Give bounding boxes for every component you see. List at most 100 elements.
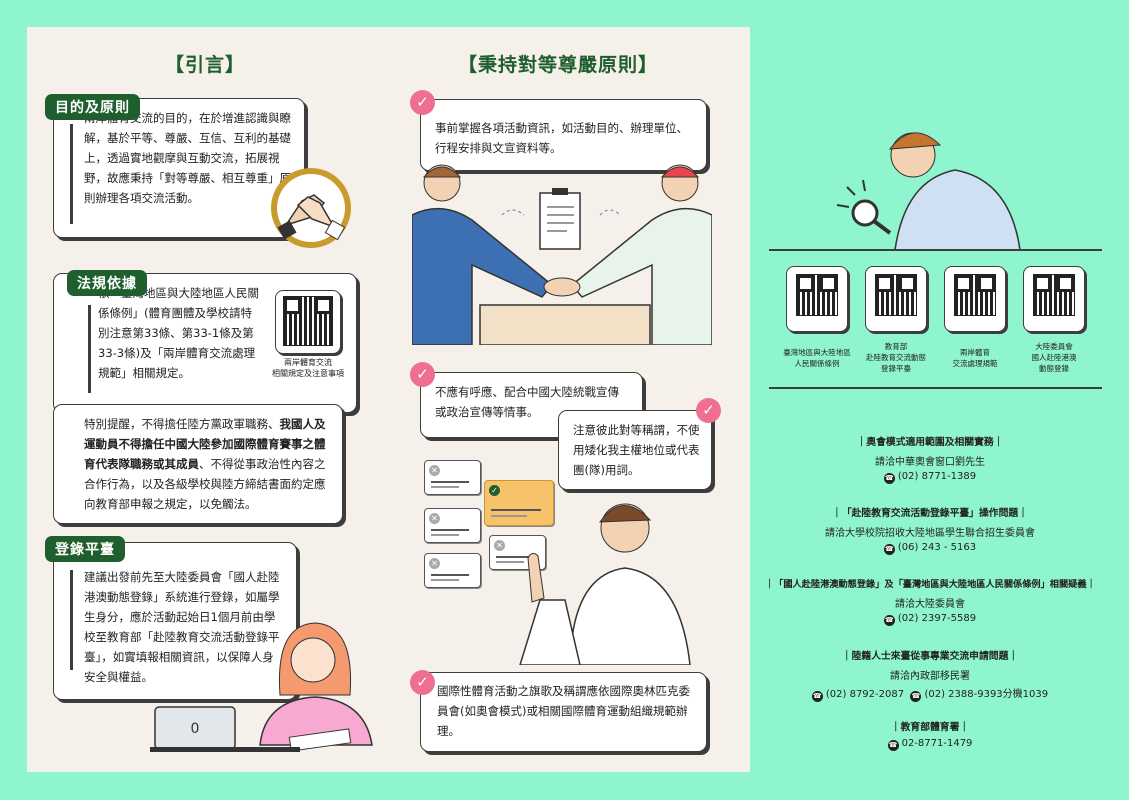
purpose-bubble: 兩岸體育交流的目的，在於增進認識與瞭解，基於平等、尊嚴、互信、互利的基礎上，透過… <box>53 98 305 238</box>
woman-laptop-illustration: 0 <box>150 622 373 752</box>
cross-icon: ✕ <box>429 513 440 524</box>
principle-bubble-3: 注意彼此對等稱謂，不使用矮化我主權地位或代表團(隊)用詞。 <box>558 410 712 490</box>
law-qr-caption-line2: 相關規定及注意事項 <box>272 369 344 378</box>
contact-line-3: 請洽大陸委員會 <box>895 599 965 610</box>
principle-text-2: 不應有呼應、配合中國大陸統戰宣傳或政治宣傳等情事。 <box>435 385 619 419</box>
law-text: 依「臺灣地區與大陸地區人民關係條例」(體育團體及學校請特別注意第33條、第33-… <box>98 286 259 380</box>
law-qr-caption-line1: 兩岸體育交流 <box>284 358 332 367</box>
purpose-tag: 目的及原則 <box>45 94 140 120</box>
qr-label-2-line3: 登錄平臺 <box>881 364 911 373</box>
contact-line-2: 請洽大學校院招收大陸地區學生聯合招生委員會 <box>825 528 1035 539</box>
qr-code-icon <box>283 296 333 346</box>
qr-label-3-line2: 交流處理規範 <box>952 359 998 368</box>
qr-label-1-line1: 臺灣地區與大陸地區 <box>783 348 851 357</box>
check-icon: ✓ <box>410 90 435 115</box>
contact-phone-1-number: (02) 8771-1389 <box>897 471 977 482</box>
phone-icon: ☎ <box>883 473 895 484</box>
law-tag: 法規依據 <box>67 270 147 296</box>
divider-bottom <box>769 387 1102 389</box>
phone-icon: ☎ <box>910 691 922 702</box>
qr-card-1 <box>786 266 848 332</box>
handshake-icon <box>277 194 346 241</box>
register-bar <box>70 570 73 670</box>
contact-phone-4-number2: (02) 2388-9393分機1039 <box>924 689 1049 700</box>
qr-label-4: 大陸委員會 國人赴陸港澳 動態登錄 <box>1014 341 1094 374</box>
register-tag: 登錄平臺 <box>45 536 125 562</box>
qr-label-3-line1: 兩岸體育 <box>960 348 990 357</box>
qr-label-4-line3: 動態登錄 <box>1039 364 1069 373</box>
qr-label-2: 教育部 赴陸教育交流動態 登錄平臺 <box>856 341 936 374</box>
qr-card-2 <box>865 266 927 332</box>
reminder-text: 特別提醒，不得擔任陸方黨政軍職務、我國人及運動員不得擔任中國大陸參加國際體育賽事… <box>84 414 330 514</box>
principle-bubble-4: 國際性體育活動之旗歌及稱謂應依國際奧林匹克委員會(如奧會模式)或相關國際體育運動… <box>420 672 707 752</box>
phone-icon: ☎ <box>883 544 895 555</box>
qr-label-4-line1: 大陸委員會 <box>1035 342 1073 351</box>
contact-phone-4: ☎(02) 8792-2087 ☎(02) 2388-9393分機1039 <box>765 685 1095 702</box>
reminder-bubble: 特別提醒，不得擔任陸方黨政軍職務、我國人及運動員不得擔任中國大陸參加國際體育賽事… <box>53 404 343 524</box>
magnifier-icon <box>851 199 892 235</box>
qr-code-icon <box>875 274 917 316</box>
principle-bubble-1: 事前掌握各項活動資訊，如活動目的、辦理單位、行程安排與文宣資料等。 <box>420 99 707 171</box>
qr-label-2-line2: 赴陸教育交流動態 <box>866 353 926 362</box>
contact-phone-2-number: (06) 243 - 5163 <box>897 542 977 553</box>
contact-line-1: 請洽中華奧會窗口劉先生 <box>875 457 985 468</box>
contact-title-1: ｜奧會模式適用範圍及相關實務｜ <box>856 437 1004 448</box>
law-bar <box>88 305 91 393</box>
cross-icon: ✕ <box>494 540 505 551</box>
contact-title-3: ｜「國人赴陸港澳動態登錄」及「臺灣地區與大陸地區人民關係條例」相關疑義｜ <box>765 579 1096 590</box>
contact-phone-2: ☎(06) 243 - 5163 <box>765 542 1095 555</box>
qr-card-4 <box>1023 266 1085 332</box>
reminder-text-b: 、不得從事政治性內容之合作行為，以及各級學校與陸方締結書面約定應向教育部申報之規… <box>84 457 326 511</box>
principle-text-4: 國際性體育活動之旗歌及稱謂應依國際奧林匹克委員會(如奧會模式)或相關國際體育運動… <box>437 684 690 738</box>
check-icon: ✓ <box>410 670 435 695</box>
qr-code-icon <box>796 274 838 316</box>
qr-code-icon <box>954 274 996 316</box>
contact-phone-5: ☎02-8771-1479 <box>765 738 1095 751</box>
contact-phone-5-number: 02-8771-1479 <box>901 738 973 749</box>
law-qr-code <box>275 290 341 354</box>
principle-text-3: 注意彼此對等稱謂，不使用矮化我主權地位或代表團(隊)用詞。 <box>573 423 700 477</box>
check-icon: ✓ <box>489 485 500 496</box>
check-icon: ✓ <box>410 362 435 387</box>
contact-phone-1: ☎(02) 8771-1389 <box>765 471 1095 484</box>
contact-phone-4-number: (02) 8792-2087 <box>825 689 905 700</box>
phone-icon: ☎ <box>883 615 895 626</box>
qr-label-2-line1: 教育部 <box>884 342 908 351</box>
magnifier-man-illustration <box>836 132 1021 250</box>
principle-text-1: 事前掌握各項活動資訊，如活動目的、辦理單位、行程安排與文宣資料等。 <box>435 121 688 155</box>
register-text: 建議出發前先至大陸委員會「國人赴陸港澳動態登錄」系統進行登錄，如屬學生身分，應於… <box>84 570 280 684</box>
qr-code-icon <box>1033 274 1075 316</box>
contact-title-2: ｜「赴陸教育交流活動登錄平臺」操作問題｜ <box>832 508 1028 519</box>
reminder-text-bold: 我國人及運動員不得擔任中國大陸參加國際體育賽事之體育代表隊職務或其成員 <box>84 417 326 471</box>
contact-title-5: ｜教育部體育署｜ <box>890 722 970 733</box>
phone-icon: ☎ <box>887 740 899 751</box>
handshake-badge <box>271 168 351 248</box>
check-icon: ✓ <box>696 398 721 423</box>
principle-heading: 【秉持對等尊嚴原則】 <box>458 54 659 76</box>
purpose-bar <box>70 124 73 224</box>
qr-label-4-line2: 國人赴陸港澳 <box>1031 353 1077 362</box>
reminder-text-a: 特別提醒，不得擔任陸方黨政軍職務、 <box>84 417 280 431</box>
qr-label-3: 兩岸體育 交流處理規範 <box>935 347 1015 369</box>
purpose-text: 兩岸體育交流的目的，在於增進認識與瞭解，基於平等、尊嚴、互信、互利的基礎上，透過… <box>84 111 291 205</box>
register-bubble: 建議出發前先至大陸委員會「國人赴陸港澳動態登錄」系統進行登錄，如屬學生身分，應於… <box>53 542 297 700</box>
pointing-man-illustration <box>519 503 691 665</box>
qr-label-1-line2: 人民關係條例 <box>794 359 840 368</box>
phone-icon: ☎ <box>811 691 823 702</box>
option-card-selected: ✓ <box>484 480 554 526</box>
divider-top <box>769 249 1102 251</box>
contact-phone-3: ☎(02) 2397-5589 <box>765 613 1095 626</box>
contact-line-4: 請洽內政部移民署 <box>890 671 970 682</box>
contact-title-4: ｜陸籍人士來臺從事專業交流申請問題｜ <box>841 651 1019 662</box>
qr-label-1: 臺灣地區與大陸地區 人民關係條例 <box>777 347 857 369</box>
cross-icon: ✕ <box>429 465 440 476</box>
qr-card-3 <box>944 266 1006 332</box>
option-card: ✕ <box>424 460 481 495</box>
cross-icon: ✕ <box>429 558 440 569</box>
intro-heading: 【引言】 <box>165 54 246 76</box>
handshake-scene <box>412 164 712 345</box>
option-card: ✕ <box>424 553 481 588</box>
svg-text:0: 0 <box>191 721 200 737</box>
law-qr-caption: 兩岸體育交流 相關規定及注意事項 <box>265 357 351 379</box>
option-card: ✕ <box>424 508 481 543</box>
